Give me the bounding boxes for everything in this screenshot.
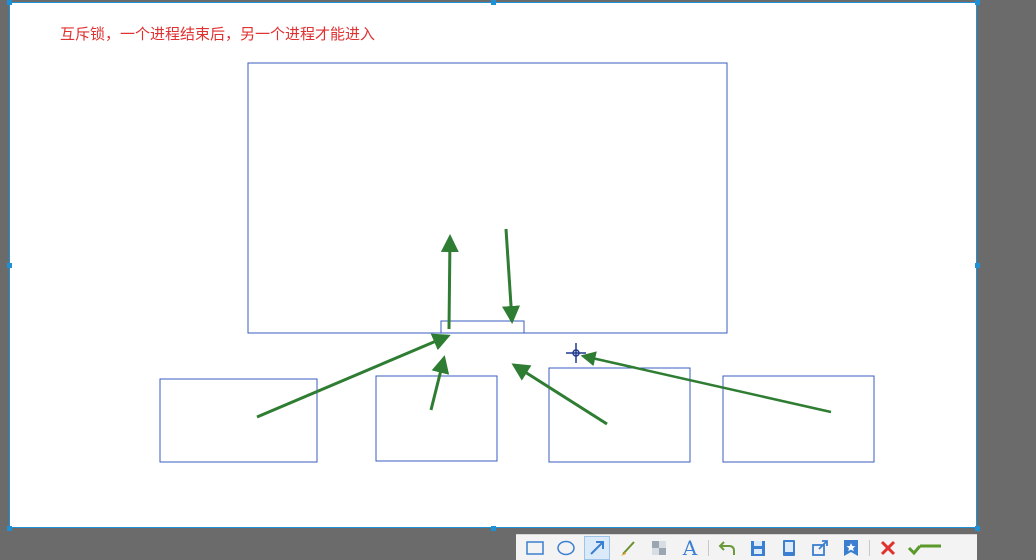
resize-handle-top-right[interactable]	[975, 0, 980, 5]
text-icon: A	[682, 535, 698, 560]
arrow-tool[interactable]	[584, 535, 610, 560]
favorite-button[interactable]	[838, 536, 864, 560]
process-box-1	[159, 378, 318, 463]
check-icon	[907, 544, 941, 555]
brush-icon	[621, 540, 635, 556]
brush-tool[interactable]	[615, 536, 641, 560]
resize-handle-left-mid[interactable]	[7, 263, 12, 268]
ellipse-tool[interactable]	[553, 536, 579, 560]
rectangle-icon	[526, 540, 544, 555]
pin-button[interactable]	[776, 536, 802, 560]
screenshot-capture-area[interactable]: 互斥锁，一个进程结束后，另一个进程才能进入	[9, 2, 977, 528]
arrow-process-4	[580, 351, 832, 414]
annotation-text: 互斥锁，一个进程结束后，另一个进程才能进入	[60, 25, 376, 43]
save-button[interactable]	[745, 536, 771, 560]
process-box-2	[375, 375, 498, 462]
mosaic-tool[interactable]	[646, 536, 672, 560]
resize-handle-bottom-left[interactable]	[7, 526, 12, 531]
ellipse-icon	[557, 540, 575, 555]
arrow-process-3	[511, 363, 608, 426]
resize-handle-bottom-mid[interactable]	[491, 526, 496, 531]
screenshot-toolbar: A	[516, 534, 977, 560]
arrow-icon	[590, 540, 604, 555]
resize-handle-top-mid[interactable]	[491, 0, 496, 5]
process-box-3	[548, 367, 691, 463]
confirm-button[interactable]	[906, 536, 944, 560]
bookmark-star-icon	[844, 539, 858, 556]
mosaic-icon	[652, 540, 666, 555]
resize-handle-top-left[interactable]	[7, 0, 12, 5]
share-button[interactable]	[807, 536, 833, 560]
process-box-4	[722, 375, 875, 463]
lock-slot-box	[440, 320, 525, 334]
rectangle-tool[interactable]	[522, 536, 548, 560]
pin-icon	[783, 539, 795, 556]
arrow-enter-resource	[440, 234, 459, 330]
save-icon	[751, 540, 765, 556]
resize-handle-right-mid[interactable]	[975, 263, 980, 268]
cancel-button[interactable]	[875, 536, 901, 560]
crosshair-cursor-icon	[566, 343, 586, 363]
text-tool[interactable]: A	[677, 536, 703, 560]
toolbar-divider	[708, 539, 709, 556]
undo-button[interactable]	[714, 536, 740, 560]
arrow-process-1	[256, 333, 451, 419]
resource-box	[247, 62, 728, 334]
undo-icon	[718, 540, 735, 555]
share-icon	[812, 539, 828, 556]
toolbar-divider	[869, 539, 870, 556]
close-icon	[880, 540, 896, 555]
arrow-process-2	[429, 355, 450, 411]
resize-handle-bottom-right[interactable]	[975, 526, 980, 531]
arrow-exit-resource	[502, 228, 521, 324]
drawing-canvas[interactable]	[10, 3, 978, 529]
